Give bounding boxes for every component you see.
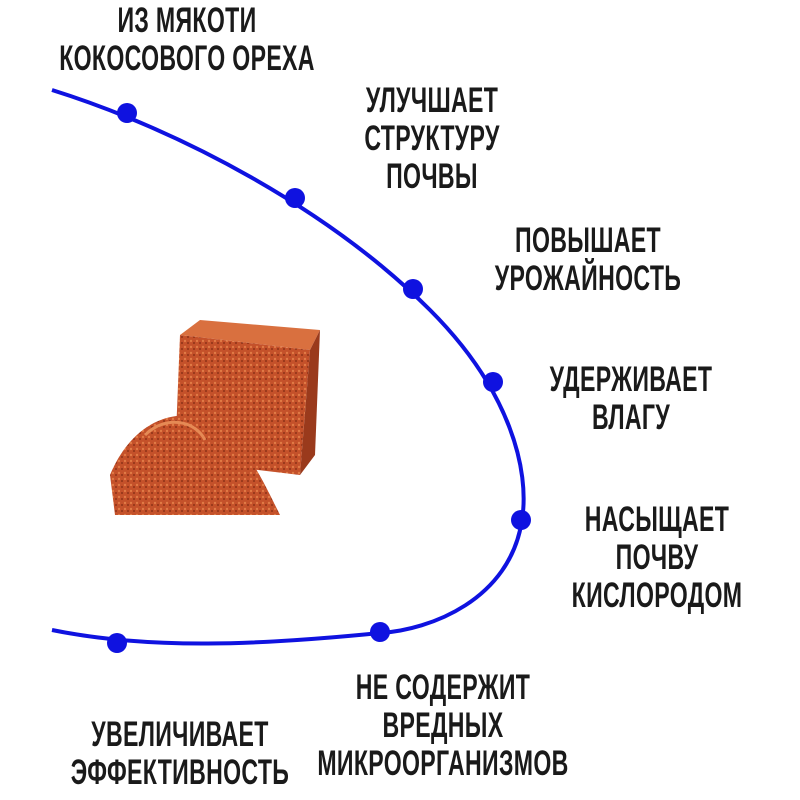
label-line: УЛУЧШАЕТ <box>365 81 499 120</box>
label-line: ПОЧВУ <box>615 538 699 577</box>
label-improves-structure: УЛУЧШАЕТ СТРУКТУРУ ПОЧВЫ <box>330 82 535 196</box>
label-line: НАСЫЩАЕТ <box>584 500 730 539</box>
label-line: ПОВЫШАЕТ <box>515 221 661 260</box>
label-line: ЭФФЕКТИВНОСТЬ <box>70 753 290 792</box>
label-increases-efficiency: УВЕЛИЧИВАЕТ ЭФФЕКТИВНОСТЬ <box>14 716 345 792</box>
label-line: СТРУКТУРУ <box>364 119 500 158</box>
label-line: МИКРООРГАНИЗМОВ <box>317 744 569 783</box>
label-line: УДЕРЖИВАЕТ <box>549 360 713 399</box>
curve-dot <box>370 622 390 642</box>
curve-dot <box>285 188 305 208</box>
curve-dot <box>511 510 531 530</box>
curve-dot <box>483 372 503 392</box>
curve-dot <box>107 633 127 653</box>
label-line: УРОЖАЙНОСТЬ <box>494 259 682 298</box>
label-oxygenates-soil: НАСЫЩАЕТ ПОЧВУ КИСЛОРОДОМ <box>528 501 787 615</box>
curve-dot <box>403 279 423 299</box>
label-line: КОКОСОВОГО ОРЕХА <box>59 39 315 78</box>
label-line: КИСЛОРОДОМ <box>571 576 743 615</box>
label-line: ПОЧВЫ <box>386 157 478 196</box>
label-line: ВЛАГУ <box>591 398 671 437</box>
label-line: ИЗ МЯКОТИ <box>117 1 257 40</box>
label-line: ВРЕДНЫХ <box>382 706 504 745</box>
label-no-harmful-microorganisms: НЕ СОДЕРЖИТ ВРЕДНЫХ МИКРООРГАНИЗМОВ <box>253 669 634 783</box>
label-line: УВЕЛИЧИВАЕТ <box>91 715 269 754</box>
label-increases-yield: ПОВЫШАЕТ УРОЖАЙНОСТЬ <box>447 222 729 298</box>
label-coconut-pulp: ИЗ МЯКОТИ КОКОСОВОГО ОРЕХА <box>0 2 381 78</box>
coconut-coir-block-image <box>110 320 320 515</box>
curve-dot <box>117 103 137 123</box>
label-line: НЕ СОДЕРЖИТ <box>355 668 531 707</box>
label-retains-moisture: УДЕРЖИВАЕТ ВЛАГУ <box>508 361 754 437</box>
